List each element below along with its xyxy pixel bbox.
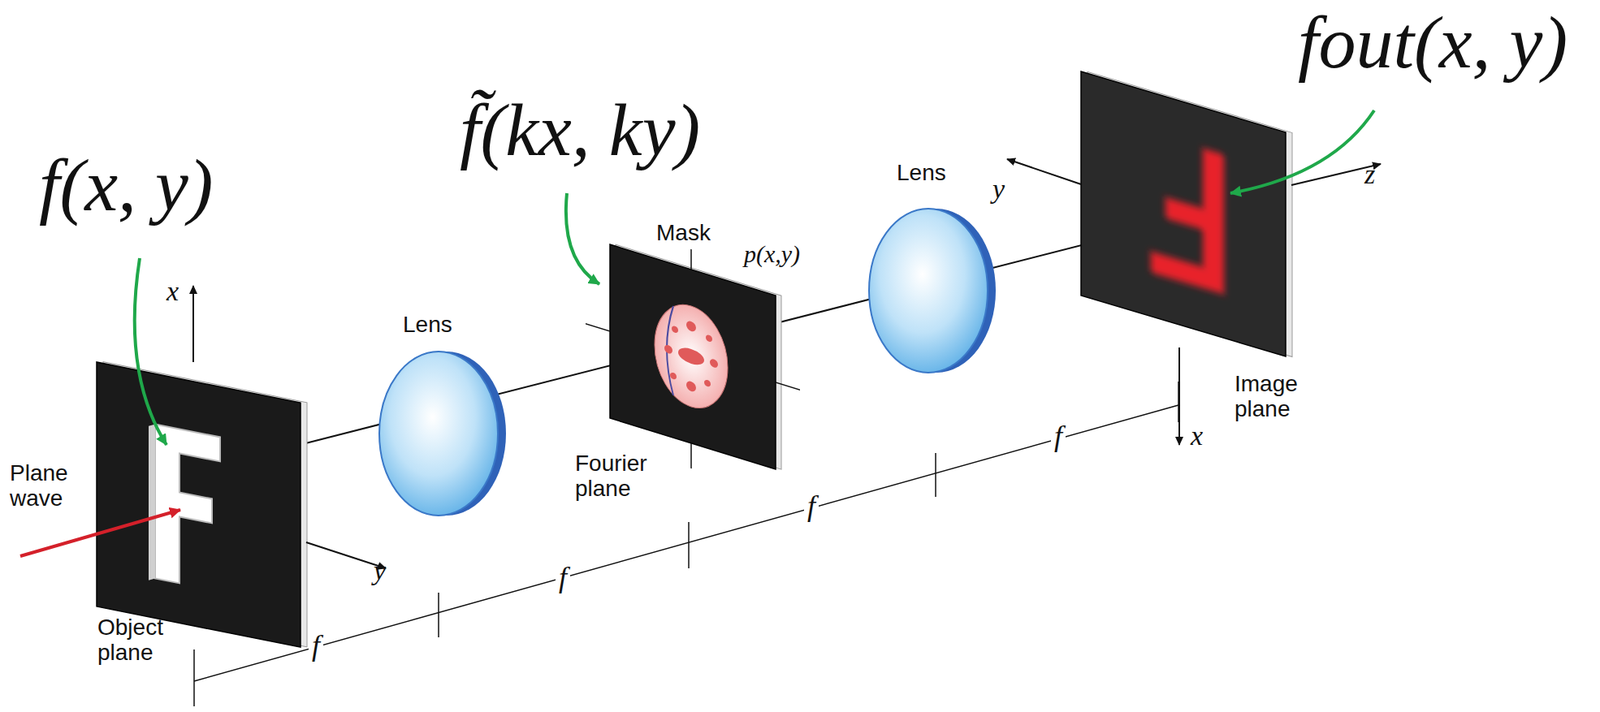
part-name: Plane wave [9,461,100,512]
part-name: Lens [896,160,947,186]
part-name: Fourier plane [575,451,681,502]
mask-label: p(x,y) [743,240,800,268]
dimension: f [555,562,571,595]
axis-label: y [992,173,1005,204]
field-label: f̃(kx, ky) [459,89,701,172]
axis-label: y [373,555,386,586]
field-label: f(x, y) [38,144,214,227]
field-label: fout(x, y) [1297,1,1568,84]
dimension: f [308,630,324,663]
part-name: Image plane [1234,371,1324,423]
axis-label: x [166,276,179,307]
part-name: Mask [656,220,711,247]
axis-label: x [1190,420,1203,451]
axis-label: z [1364,159,1376,190]
part-name: Object plane [97,615,187,666]
dimension: f [1050,420,1066,454]
part-name: Lens [402,312,453,338]
dimension: f [804,490,819,524]
